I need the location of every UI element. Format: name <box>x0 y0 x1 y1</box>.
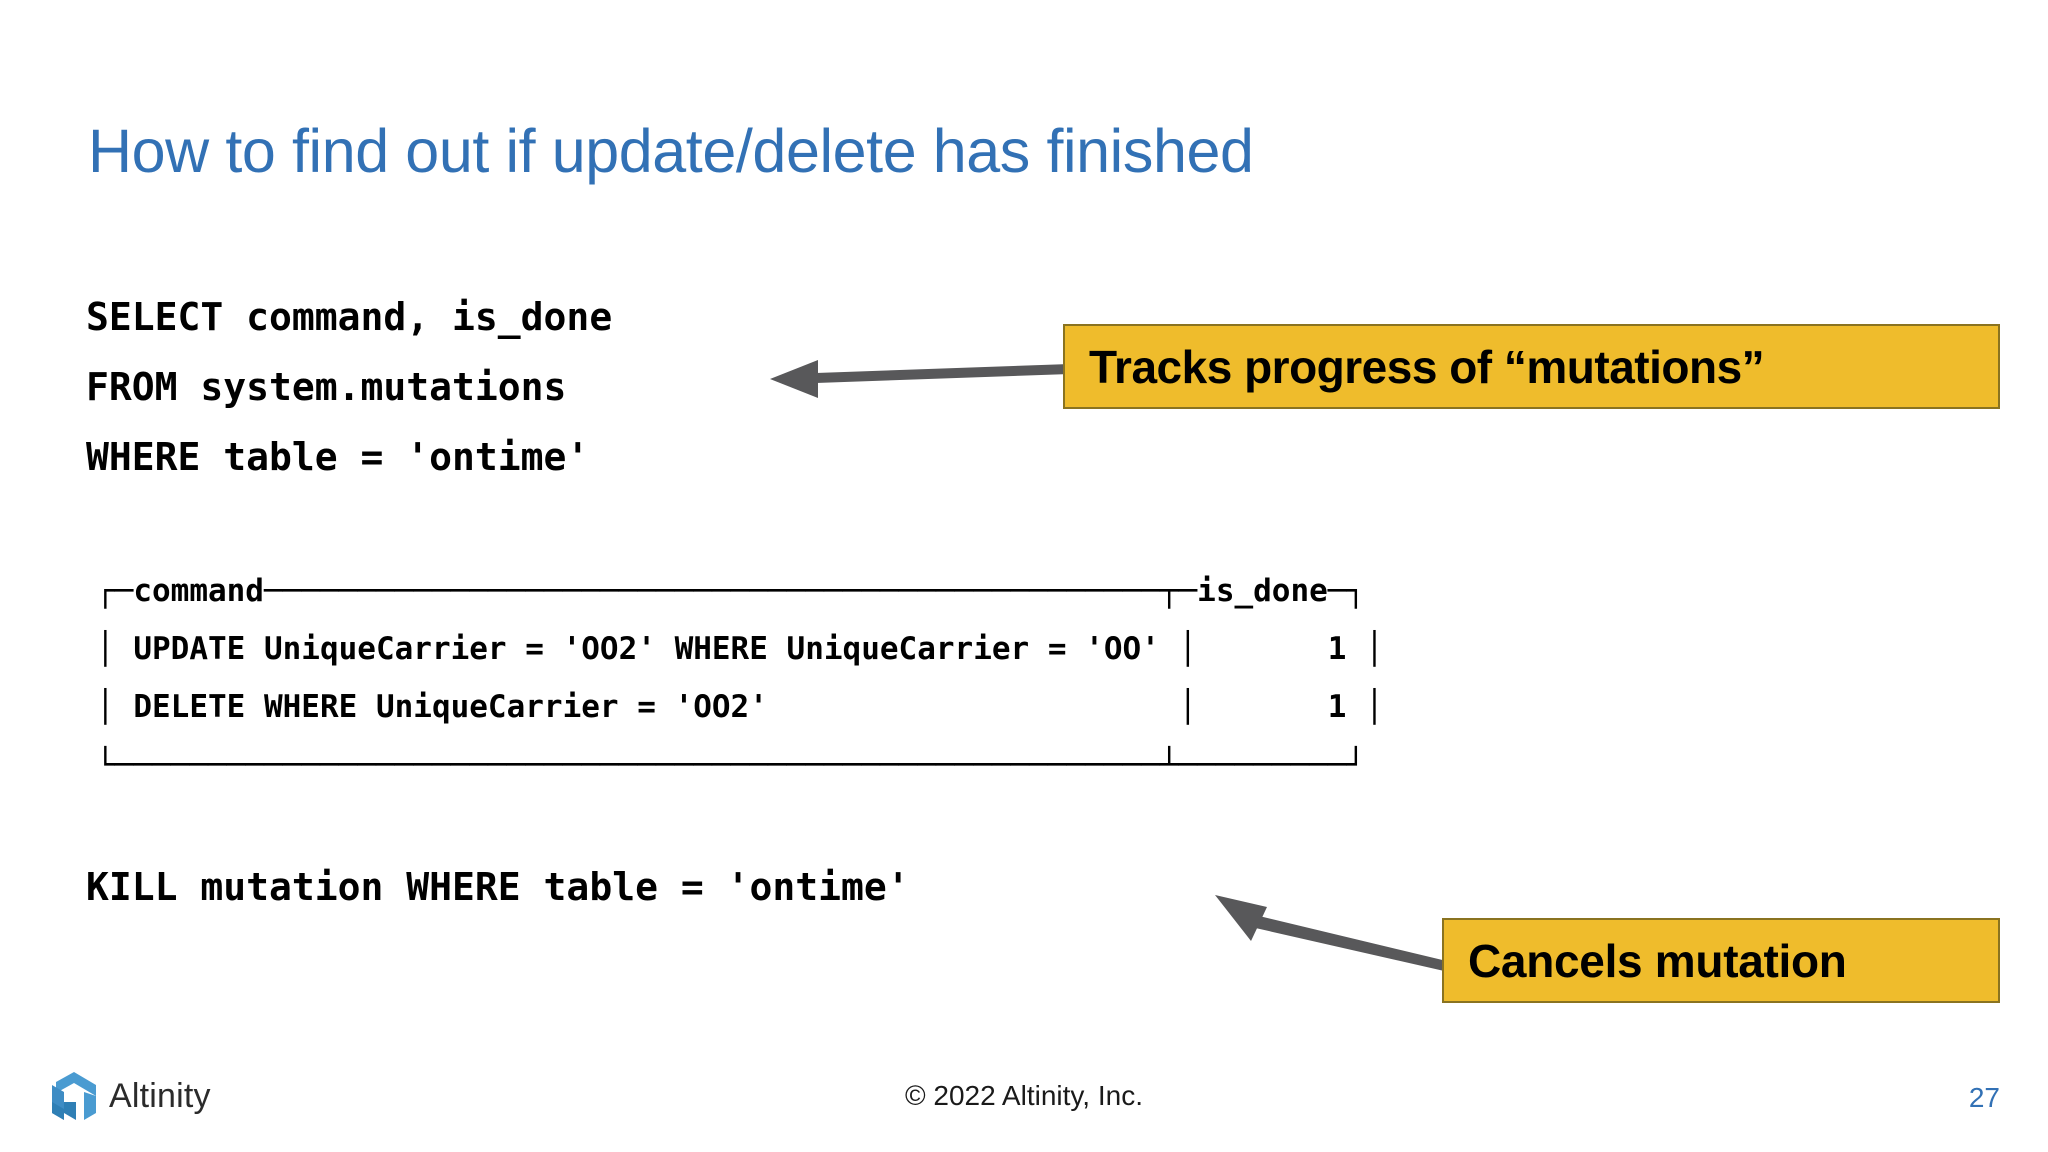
callout-tracks-progress: Tracks progress of “mutations” <box>1063 324 2000 409</box>
page-number: 27 <box>1968 1082 2000 1113</box>
callout-tracks-label: Tracks progress of “mutations” <box>1089 340 1765 393</box>
query-result-table: ┌─command───────────────────────────────… <box>96 573 1384 783</box>
altinity-logo-icon <box>52 1072 96 1120</box>
callout-cancels-mutation: Cancels mutation <box>1442 918 2000 1003</box>
brand-logo: Altinity <box>52 1072 211 1120</box>
copyright-text: © 2022 Altinity, Inc. <box>904 1080 1143 1111</box>
brand-name: Altinity <box>109 1076 211 1115</box>
arrow-to-kill-icon <box>1215 895 1455 973</box>
sql-query-code: SELECT command, is_done FROM system.muta… <box>86 295 613 479</box>
kill-mutation-code: KILL mutation WHERE table = 'ontime' <box>86 865 910 909</box>
callout-cancels-label: Cancels mutation <box>1468 934 1847 987</box>
arrow-to-mutations-icon <box>770 360 1070 398</box>
page-title: How to find out if update/delete has fin… <box>88 117 1254 185</box>
